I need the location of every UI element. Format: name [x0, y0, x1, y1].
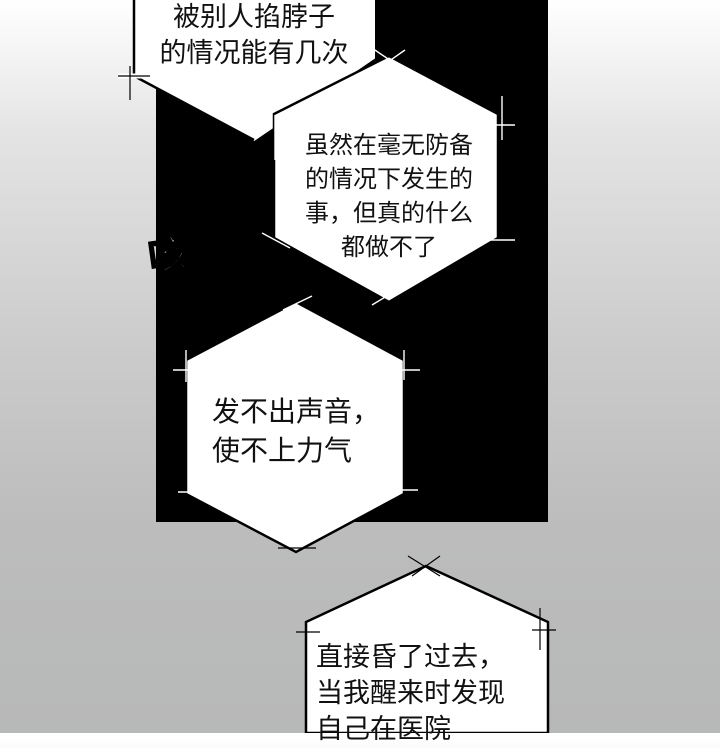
- bubble-3-line-2: 使不上力气: [212, 434, 353, 467]
- comic-panel: 被别人掐脖子 的情况能有几次 虽然在毫无防备 的情况下发生的 事，但真的什么 都…: [118, 0, 556, 745]
- speech-bubble-3-shape: [173, 295, 420, 554]
- bubble-4-line-3: 自己在医院: [316, 714, 451, 745]
- bubble-2-line-2: 的情况下发生的: [305, 165, 473, 193]
- speech-bubble-2-text: 虽然在毫无防备 的情况下发生的 事，但真的什么 都做不了: [280, 128, 498, 264]
- cough-sound-effect: 咳: [145, 230, 190, 280]
- speech-bubbles-layer: [118, 0, 556, 733]
- bubble-1-line-2: 的情况能有几次: [159, 38, 349, 69]
- bubble-2-line-1: 虽然在毫无防备: [305, 131, 473, 159]
- bubble-4-line-2: 当我醒来时发现: [316, 678, 505, 709]
- speech-bubble-3-text: 发不出声音， 使不上力气: [200, 392, 402, 470]
- bubble-2-line-4: 都做不了: [341, 233, 437, 261]
- bubble-4-line-1: 直接昏了过去，: [316, 642, 505, 673]
- speech-bubble-4-shape: [296, 555, 556, 733]
- bubble-2-line-3: 事，但真的什么: [305, 199, 473, 227]
- speech-bubble-1-text: 被别人掐脖子 的情况能有几次: [134, 0, 374, 72]
- speech-bubble-2-shape: [261, 47, 515, 306]
- bubble-1-line-1: 被别人掐脖子: [173, 2, 335, 33]
- bubble-3-line-1: 发不出声音，: [212, 395, 381, 428]
- speech-bubble-4-text: 直接昏了过去， 当我醒来时发现 自己在医院: [306, 640, 556, 748]
